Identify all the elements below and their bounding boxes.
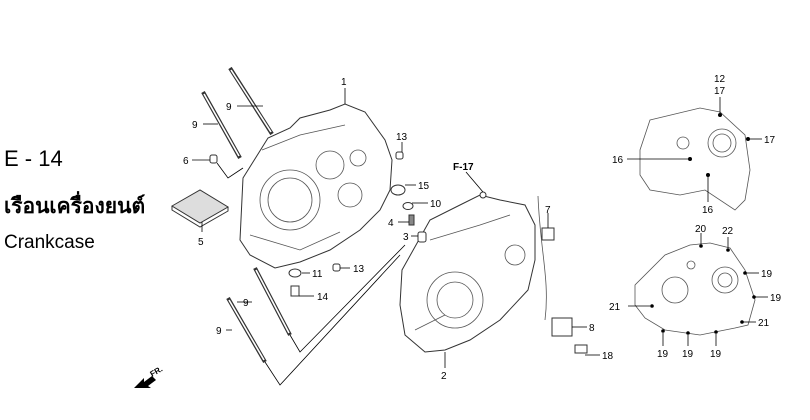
reference-f17[interactable]: F-17 (453, 162, 474, 173)
oil-strainer[interactable] (171, 189, 229, 228)
callout-19b: 19 (770, 293, 782, 304)
callout-9c: 9 (243, 298, 249, 309)
callout-7: 7 (545, 205, 551, 216)
stud-bolts (201, 66, 292, 364)
callout-22: 22 (722, 226, 734, 237)
callout-19e: 19 (710, 349, 722, 360)
callout-5: 5 (198, 237, 204, 248)
callout-21b: 21 (758, 318, 770, 329)
callout-10: 10 (430, 199, 442, 210)
left-crankcase[interactable] (239, 103, 393, 269)
callout-20: 20 (695, 224, 707, 235)
callout-9a: 9 (226, 102, 232, 113)
callout-2: 2 (441, 371, 447, 382)
section-code: E - 14 (4, 146, 63, 171)
callout-13a: 13 (396, 132, 408, 143)
callout-3: 3 (403, 232, 409, 243)
front-direction-arrow-icon: FR. (134, 364, 164, 388)
callout-19c: 19 (657, 349, 669, 360)
callout-18: 18 (602, 351, 614, 362)
section-title-thai: เรือนเครื่องยนต์ (4, 194, 146, 218)
callout-19a: 19 (761, 269, 773, 280)
callout-17b: 17 (764, 135, 776, 146)
lower-gasket[interactable] (634, 242, 756, 336)
callout-16a: 16 (612, 155, 624, 166)
callout-17a: 17 (714, 86, 726, 97)
leader-lines (192, 88, 768, 386)
callout-15: 15 (418, 181, 430, 192)
front-direction-label: FR. (149, 364, 165, 378)
upper-gasket[interactable] (639, 107, 751, 211)
callout-19d: 19 (682, 349, 694, 360)
callout-16b: 16 (702, 205, 714, 216)
right-crankcase[interactable] (399, 194, 536, 353)
callout-1: 1 (341, 77, 347, 88)
callout-8: 8 (589, 323, 595, 334)
callout-21a: 21 (609, 302, 621, 313)
section-title-english: Crankcase (4, 232, 95, 253)
callout-11: 11 (312, 269, 323, 280)
callout-9d: 9 (216, 326, 222, 337)
callout-13b: 13 (353, 264, 365, 275)
small-parts (209, 151, 588, 354)
callout-6: 6 (183, 156, 189, 167)
callout-9b: 9 (192, 120, 198, 131)
callout-14: 14 (317, 292, 329, 303)
callout-4: 4 (388, 218, 394, 229)
callout-12: 12 (714, 74, 726, 85)
